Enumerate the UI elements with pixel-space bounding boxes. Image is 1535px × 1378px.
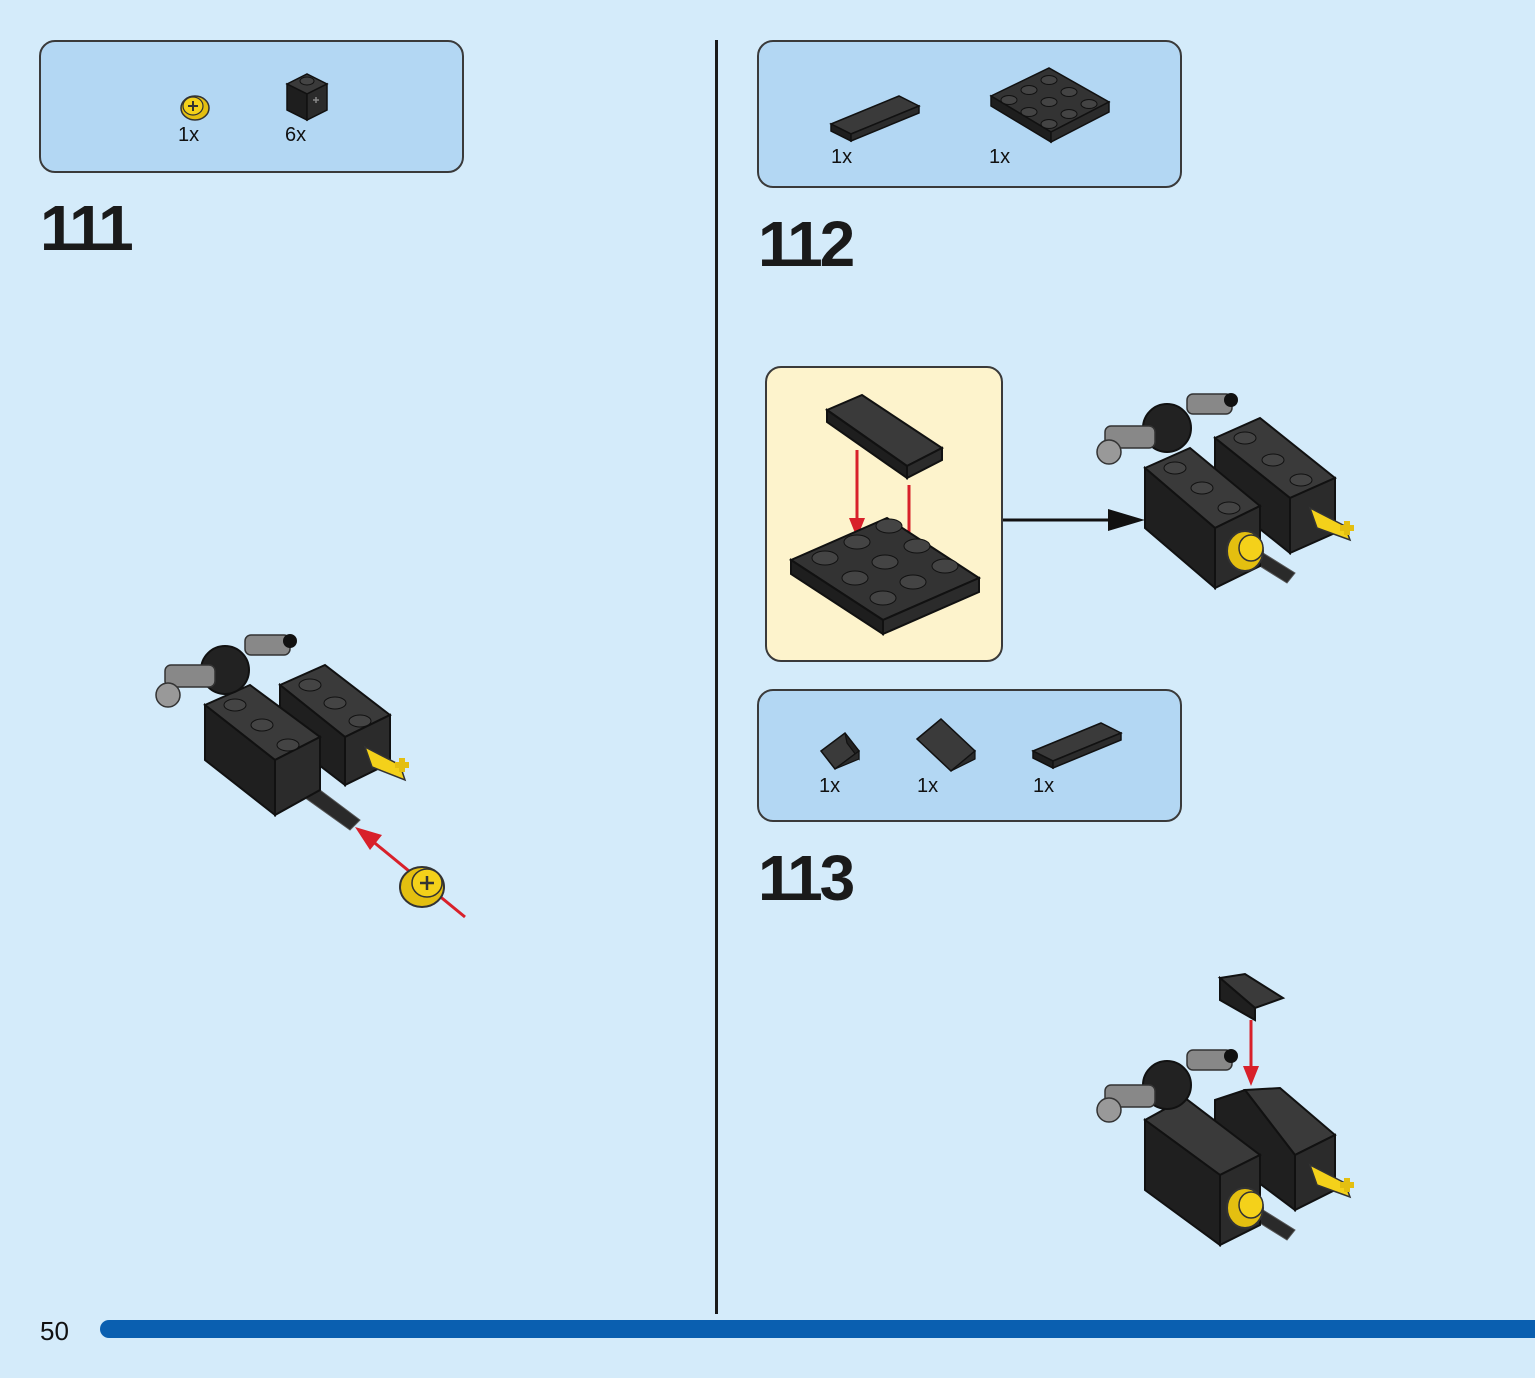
step-number: 113: [758, 842, 855, 914]
progress-bar: [100, 1320, 1535, 1338]
parts-list-step-113: 1x 1x 1x: [757, 689, 1182, 822]
assembly-step-111-illustration: [155, 634, 466, 919]
black-tile-1x4-icon: [1031, 722, 1123, 770]
part-qty: 1x: [819, 775, 841, 797]
step-number: 111: [40, 192, 134, 264]
part-qty: 6x: [285, 124, 307, 146]
parts-list-step-111: 1x 6x: [39, 40, 464, 173]
sub-assembly-callout: [765, 366, 1003, 662]
black-plate-3x3-icon: [989, 67, 1111, 144]
assembly-step-113-illustration: [1096, 972, 1354, 1247]
page-number: 50: [40, 1316, 69, 1346]
yellow-bush-icon: [180, 95, 210, 121]
part-qty: 1x: [1033, 775, 1055, 797]
black-brick-1x1-icon: [285, 73, 329, 122]
assembly-step-112-illustration: [1096, 393, 1354, 591]
part-qty: 1x: [989, 146, 1011, 168]
black-slope-large-icon: [915, 717, 977, 773]
part-qty: 1x: [831, 146, 853, 168]
tile-on-plate-illustration: [788, 393, 982, 636]
black-tile-1x4-icon: [829, 95, 921, 143]
part-qty: 1x: [178, 124, 200, 146]
step-number: 112: [758, 208, 855, 280]
callout-arrow: [1003, 509, 1145, 531]
page-divider: [715, 40, 718, 1314]
black-slope-small-icon: [819, 731, 861, 771]
parts-list-step-112: 1x 1x: [757, 40, 1182, 188]
part-qty: 1x: [917, 775, 939, 797]
